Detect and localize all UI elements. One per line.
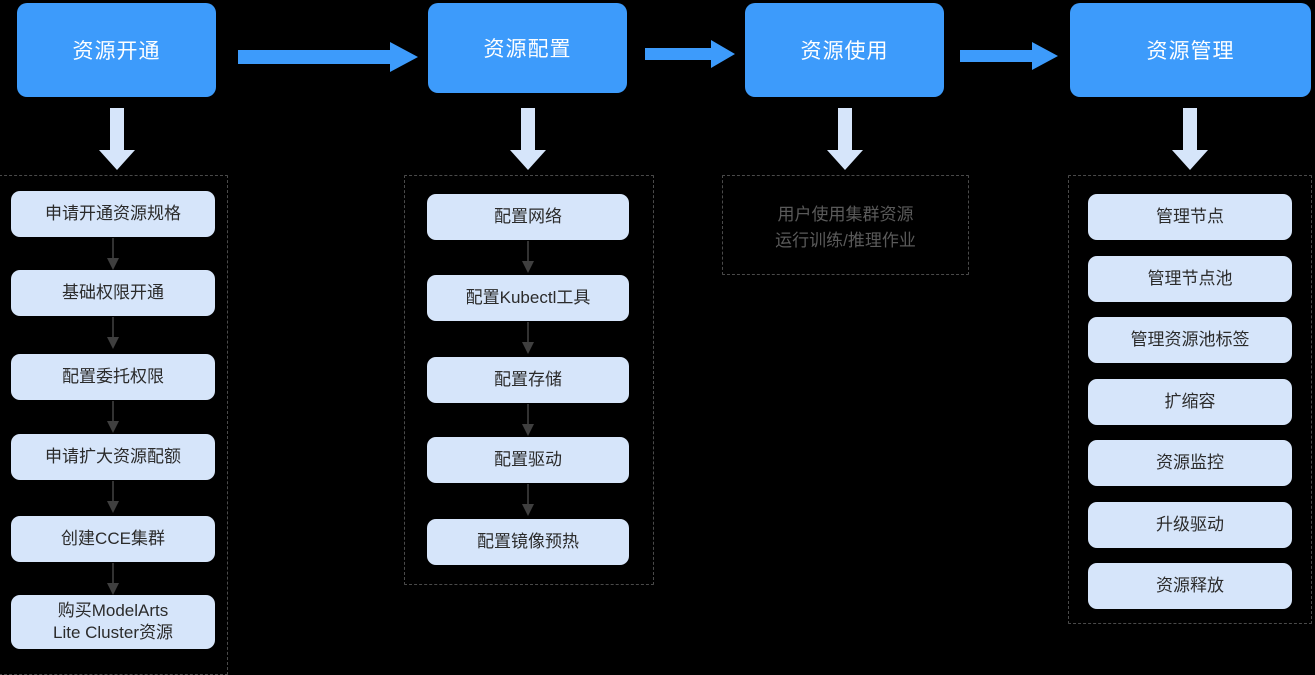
usage-note-line1: 用户使用集群资源 <box>777 205 914 224</box>
step-label: 申请扩大资源配额 <box>45 447 181 467</box>
connector-arrow-provision-3 <box>105 401 121 433</box>
step-label: 管理节点 <box>1156 207 1224 227</box>
group-container-usage: 用户使用集群资源 运行训练/推理作业 <box>722 175 969 275</box>
connector-arrow-provision-5 <box>105 563 121 595</box>
step-label: 配置驱动 <box>494 450 562 470</box>
step-label: 配置Kubectl工具 <box>465 288 591 308</box>
connector-arrow-configure-3 <box>520 404 536 436</box>
phase-label-provision: 资源开通 <box>72 40 161 63</box>
step-box-provision-6[interactable]: 购买ModelArts Lite Cluster资源 <box>11 595 215 649</box>
connector-arrow-provision-4 <box>105 481 121 513</box>
down-arrow-configure <box>508 108 548 170</box>
step-label: 资源监控 <box>1156 453 1224 473</box>
step-label: 资源释放 <box>1156 576 1224 596</box>
arrow-usage-to-manage <box>960 42 1058 72</box>
step-label: 配置镜像预热 <box>477 532 579 552</box>
step-box-manage-6[interactable]: 升级驱动 <box>1088 502 1292 548</box>
step-box-manage-2[interactable]: 管理节点池 <box>1088 256 1292 302</box>
connector-arrow-configure-1 <box>520 241 536 273</box>
down-arrow-manage <box>1170 108 1210 170</box>
step-label: 申请开通资源规格 <box>45 204 181 224</box>
connector-arrow-configure-4 <box>520 484 536 516</box>
step-label: 扩缩容 <box>1164 392 1216 412</box>
step-label-line2: Lite Cluster资源 <box>53 623 173 642</box>
phase-box-manage[interactable]: 资源管理 <box>1070 3 1311 97</box>
phase-box-provision[interactable]: 资源开通 <box>17 3 216 97</box>
step-label: 基础权限开通 <box>62 283 164 303</box>
step-box-manage-7[interactable]: 资源释放 <box>1088 563 1292 609</box>
step-box-configure-5[interactable]: 配置镜像预热 <box>427 519 629 565</box>
step-box-manage-1[interactable]: 管理节点 <box>1088 194 1292 240</box>
phase-label-manage: 资源管理 <box>1146 40 1235 63</box>
step-label: 配置委托权限 <box>62 367 164 387</box>
down-arrow-usage <box>825 108 865 170</box>
group-container-manage <box>1068 175 1312 624</box>
phase-box-usage[interactable]: 资源使用 <box>745 3 944 97</box>
step-label: 管理资源池标签 <box>1130 330 1250 350</box>
step-box-manage-4[interactable]: 扩缩容 <box>1088 379 1292 425</box>
phase-label-usage: 资源使用 <box>800 40 889 63</box>
usage-note: 用户使用集群资源 运行训练/推理作业 <box>723 202 968 253</box>
step-box-configure-4[interactable]: 配置驱动 <box>427 437 629 483</box>
step-box-provision-3[interactable]: 配置委托权限 <box>11 354 215 400</box>
connector-arrow-provision-1 <box>105 238 121 270</box>
step-box-configure-3[interactable]: 配置存储 <box>427 357 629 403</box>
step-label: 配置存储 <box>494 370 562 390</box>
step-box-provision-2[interactable]: 基础权限开通 <box>11 270 215 316</box>
phase-box-configure[interactable]: 资源配置 <box>428 3 627 93</box>
step-label: 管理节点池 <box>1147 269 1233 289</box>
connector-arrow-provision-2 <box>105 317 121 349</box>
step-box-manage-5[interactable]: 资源监控 <box>1088 440 1292 486</box>
step-label-line1: 购买ModelArts <box>57 600 169 620</box>
phase-label-configure: 资源配置 <box>483 38 572 61</box>
arrow-provision-to-configure <box>238 42 418 72</box>
step-box-manage-3[interactable]: 管理资源池标签 <box>1088 317 1292 363</box>
step-label: 创建CCE集群 <box>61 529 165 549</box>
step-label: 升级驱动 <box>1156 515 1224 535</box>
group-container-configure <box>404 175 654 585</box>
step-label: 配置网络 <box>494 207 562 227</box>
down-arrow-provision <box>97 108 137 170</box>
usage-note-line2: 运行训练/推理作业 <box>775 230 916 250</box>
step-box-provision-5[interactable]: 创建CCE集群 <box>11 516 215 562</box>
step-box-configure-1[interactable]: 配置网络 <box>427 194 629 240</box>
step-box-provision-1[interactable]: 申请开通资源规格 <box>11 191 215 237</box>
arrow-configure-to-usage <box>645 40 735 70</box>
step-box-provision-4[interactable]: 申请扩大资源配额 <box>11 434 215 480</box>
connector-arrow-configure-2 <box>520 322 536 354</box>
step-box-configure-2[interactable]: 配置Kubectl工具 <box>427 275 629 321</box>
